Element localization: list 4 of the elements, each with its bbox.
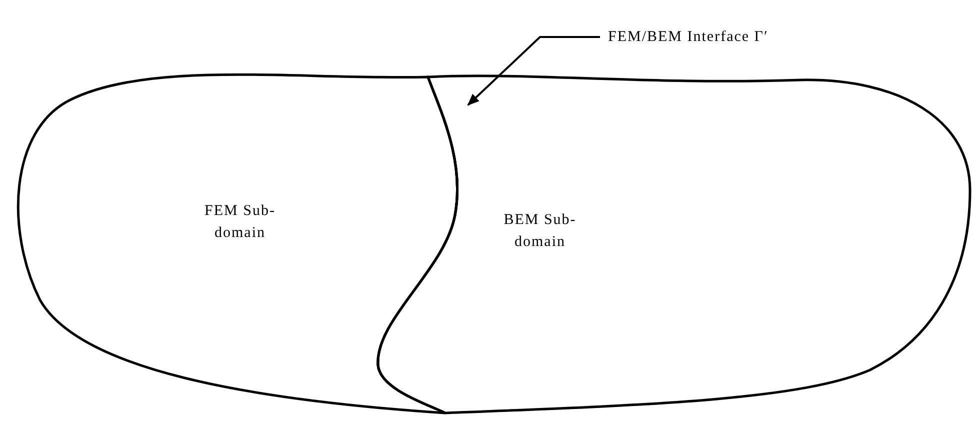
region-label: FEM Sub-domain: [190, 200, 290, 244]
callout-label: FEM/BEM Interface Γ′: [608, 26, 768, 48]
leader-line: [467, 36, 600, 106]
region-label: BEM Sub-domain: [490, 209, 590, 253]
